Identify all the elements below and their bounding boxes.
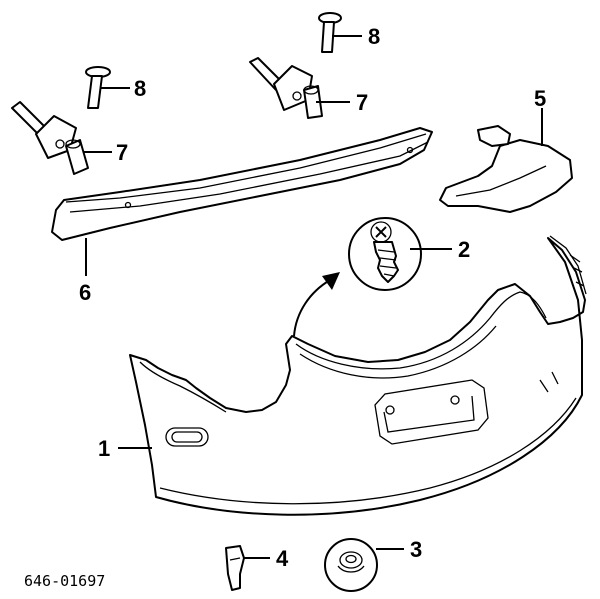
screw-detail[interactable] (348, 217, 422, 291)
bumper-stay-upper[interactable] (249, 57, 323, 119)
callout-1: 1 (98, 436, 110, 461)
mounting-bolt-left[interactable] (85, 66, 111, 109)
callout-5: 5 (534, 86, 546, 111)
callout-6: 6 (79, 280, 91, 305)
leader-lines (84, 35, 543, 559)
callout-8-upper: 8 (368, 24, 380, 49)
callout-3: 3 (410, 537, 422, 562)
bumper-cover[interactable] (129, 235, 587, 516)
bumper-stay-left[interactable] (11, 101, 89, 175)
clip-grommet[interactable] (324, 538, 378, 592)
catalog-number: 646-01697 (24, 572, 105, 590)
callout-7-upper: 7 (356, 90, 368, 115)
arrowhead (322, 272, 340, 290)
side-bracket[interactable] (439, 125, 573, 213)
mounting-bolt-upper[interactable] (318, 12, 342, 53)
retainer[interactable] (225, 545, 245, 591)
callout-4: 4 (276, 546, 289, 571)
callout-7-left: 7 (116, 140, 128, 165)
callout-8-left: 8 (134, 76, 146, 101)
screw-location-arrow (293, 279, 331, 337)
callout-2: 2 (458, 237, 470, 262)
bumper-reinforcement[interactable] (51, 127, 433, 241)
